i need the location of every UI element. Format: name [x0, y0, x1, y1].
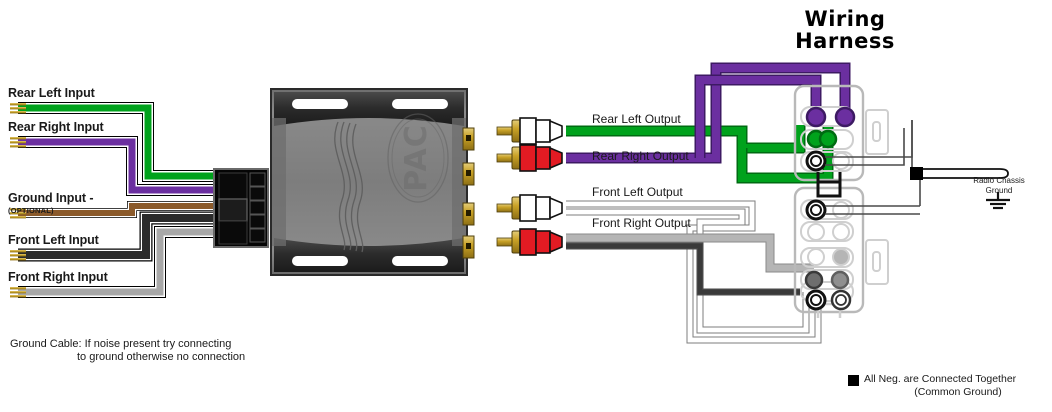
svg-text:PAC: PAC: [399, 124, 434, 191]
label-front-left-input: Front Left Input: [8, 233, 99, 247]
label-rear-right-input: Rear Right Input: [8, 120, 104, 134]
legend-line1: All Neg. are Connected Together: [864, 373, 1017, 385]
label-rear-left-input: Rear Left Input: [8, 86, 95, 100]
common-ground-swatch: [848, 375, 859, 386]
radio-chassis-ground-label-line1: Radio Chassis: [973, 176, 1025, 185]
rca-plug-rear-right: [496, 144, 563, 172]
pac-logo-emboss: PAC: [387, 113, 449, 203]
rca-plug-group: [496, 117, 563, 256]
label-front-left-output: Front Left Output: [592, 185, 683, 199]
module-rca-jacks: [462, 127, 475, 259]
label-front-right-output: Front Right Output: [592, 216, 691, 230]
legend-line2: (Common Ground): [914, 386, 1002, 398]
wiring-harness-connectors: [793, 84, 889, 318]
radio-chassis-ground-label-line2: Ground: [985, 186, 1013, 195]
rca-plug-front-left: [496, 194, 563, 222]
wire-bare-ends: [10, 103, 26, 298]
output-wire-bundle: [566, 62, 851, 344]
label-ground-input-optional: (OPTIONAL): [8, 206, 54, 215]
rca-plug-rear-left: [496, 117, 563, 145]
label-rear-right-output: Rear Right Output: [592, 149, 689, 163]
harness-plug-connector: [213, 168, 269, 248]
input-wire-bundle: [10, 102, 216, 298]
rca-plug-front-right: [496, 228, 563, 256]
ground-cable-note-line1: Ground Cable: If noise present try conne…: [10, 338, 232, 350]
earth-ground-icon: [986, 192, 1010, 210]
label-rear-left-output: Rear Left Output: [592, 112, 681, 126]
label-ground-input: Ground Input -: [8, 191, 94, 205]
chassis-ground-run: [825, 120, 1010, 215]
pac-interface-module: PAC: [270, 88, 475, 276]
ground-cable-note-line2: to ground otherwise no connection: [77, 351, 246, 363]
wiring-harness-title: Wiring Harness: [795, 7, 895, 53]
label-front-right-input: Front Right Input: [8, 270, 108, 284]
